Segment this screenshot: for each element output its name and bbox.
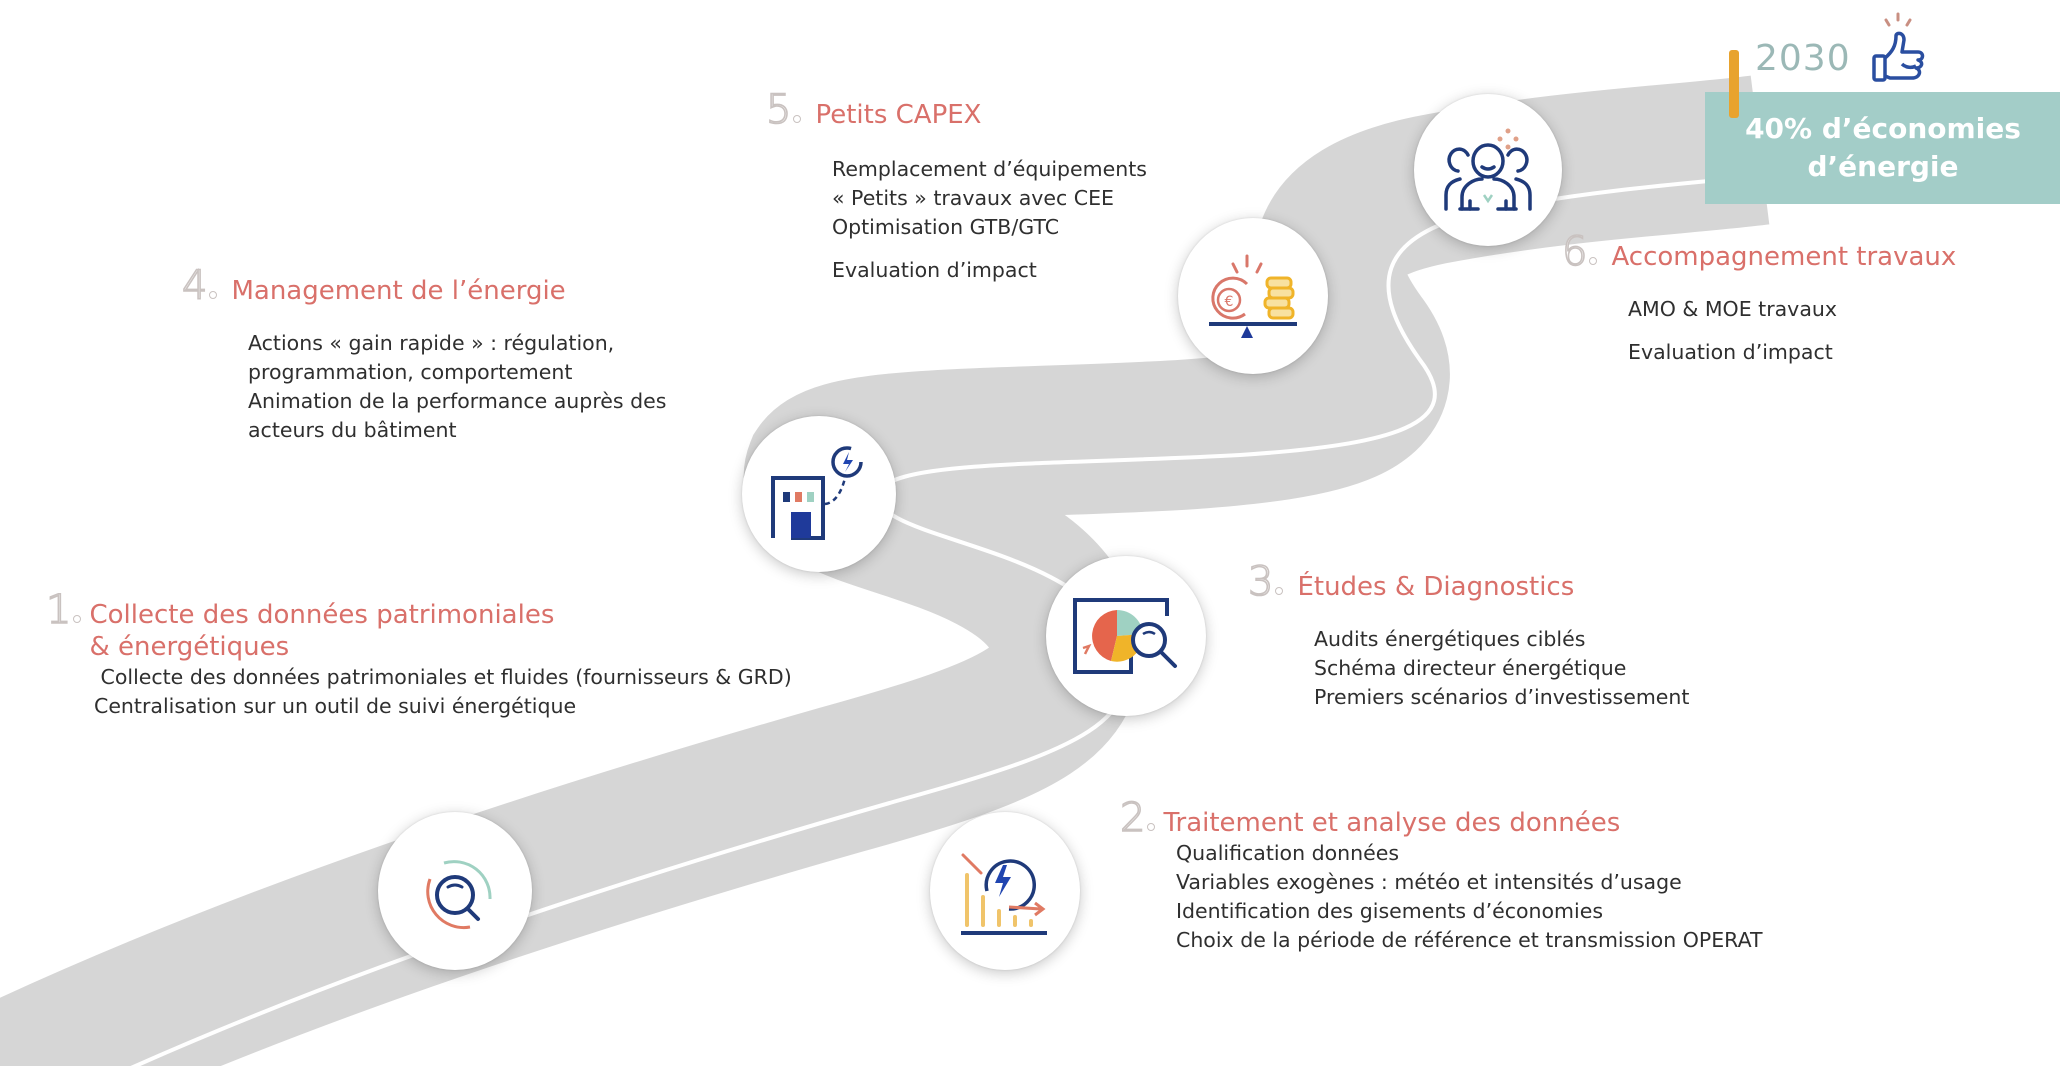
- step-detail: acteurs du bâtiment: [248, 418, 457, 442]
- step-5: 5 Petits CAPEX Remplacement d’équipement…: [765, 87, 1147, 285]
- step-number: 2: [1119, 795, 1146, 841]
- goal-headline-line1: 40% d’économies: [1745, 112, 2021, 145]
- step-title-line2: & énergétiques: [89, 632, 290, 662]
- step-detail: Qualification données: [1176, 841, 1400, 865]
- step-detail: Remplacement d’équipements: [832, 157, 1147, 181]
- step-title: Management de l’énergie: [231, 276, 566, 306]
- euro-coins-balance-icon: €: [1209, 254, 1297, 338]
- step-detail: Premiers scénarios d’investissement: [1314, 685, 1690, 709]
- step-6: 6 Accompagnement travaux AMO & MOE trava…: [1561, 229, 1957, 367]
- step-2-node: [930, 812, 1080, 970]
- step-number: 4: [181, 263, 208, 309]
- goal-year: 2030: [1755, 38, 1851, 79]
- step-title: Études & Diagnostics: [1297, 572, 1575, 602]
- step-detail: Centralisation sur un outil de suivi éne…: [94, 694, 577, 718]
- step-number-dot: [1275, 587, 1284, 595]
- step-detail: Optimisation GTB/GTC: [832, 215, 1060, 239]
- step-detail: Actions « gain rapide » : régulation,: [248, 331, 615, 355]
- step-number-dot: [1147, 823, 1156, 831]
- step-6-node: [1414, 94, 1562, 246]
- svg-text:€: €: [1225, 294, 1234, 310]
- step-number-dot: [793, 115, 802, 123]
- thumbs-up-icon: [1872, 12, 1925, 82]
- step-detail: Choix de la période de référence et tran…: [1176, 928, 1763, 952]
- step-title: Accompagnement travaux: [1611, 242, 1957, 272]
- pie-chart-magnifier-icon: [1073, 598, 1177, 674]
- step-1-node: [378, 812, 532, 970]
- step-number-dot: [209, 291, 218, 299]
- step-number: 1: [45, 587, 72, 633]
- step-detail: Animation de la performance auprès des: [248, 389, 667, 413]
- building-energy-icon: [771, 446, 863, 540]
- step-detail: Evaluation d’impact: [832, 258, 1037, 282]
- step-detail: « Petits » travaux avec CEE: [832, 186, 1115, 210]
- step-title: Petits CAPEX: [815, 100, 982, 130]
- step-number-dot: [1589, 257, 1598, 265]
- step-detail: AMO & MOE travaux: [1628, 297, 1838, 321]
- step-detail: Identification des gisements d’économies: [1176, 899, 1604, 923]
- step-detail: Audits énergétiques ciblés: [1314, 627, 1586, 651]
- step-3-node: [1046, 556, 1206, 716]
- step-detail: Evaluation d’impact: [1628, 340, 1833, 364]
- step-3: 3 Études & Diagnostics Audits énergétiqu…: [1247, 559, 1690, 712]
- step-number: 5: [765, 87, 792, 133]
- energy-analysis-chart-icon: [961, 853, 1047, 935]
- goal-headline-line2: d’énergie: [1807, 150, 1959, 183]
- goal-banner: 40% d’économies d’énergie: [1705, 92, 2060, 204]
- step-2: 2 Traitement et analyse des données Qual…: [1119, 795, 1763, 955]
- step-title: Traitement et analyse des données: [1163, 808, 1621, 838]
- search-data-icon: [426, 860, 492, 930]
- step-number: 6: [1561, 229, 1588, 275]
- step-detail: Schéma directeur énergétique: [1314, 656, 1627, 680]
- goal-accent-bar: [1729, 50, 1739, 118]
- step-5-node: €: [1178, 218, 1328, 374]
- team-support-icon: [1444, 128, 1532, 211]
- step-number: 3: [1247, 559, 1274, 605]
- step-detail: Collecte des données patrimoniales et fl…: [94, 665, 792, 689]
- step-number-dot: [73, 615, 82, 623]
- step-4: 4 Management de l’énergie Actions « gain…: [181, 263, 667, 445]
- step-1: 1 Collecte des données patrimoniales & é…: [45, 587, 792, 721]
- step-detail: programmation, comportement: [248, 360, 573, 384]
- step-4-node: [742, 416, 896, 572]
- step-detail: Variables exogènes : météo et intensités…: [1176, 870, 1682, 894]
- step-title: Collecte des données patrimoniales: [89, 600, 555, 630]
